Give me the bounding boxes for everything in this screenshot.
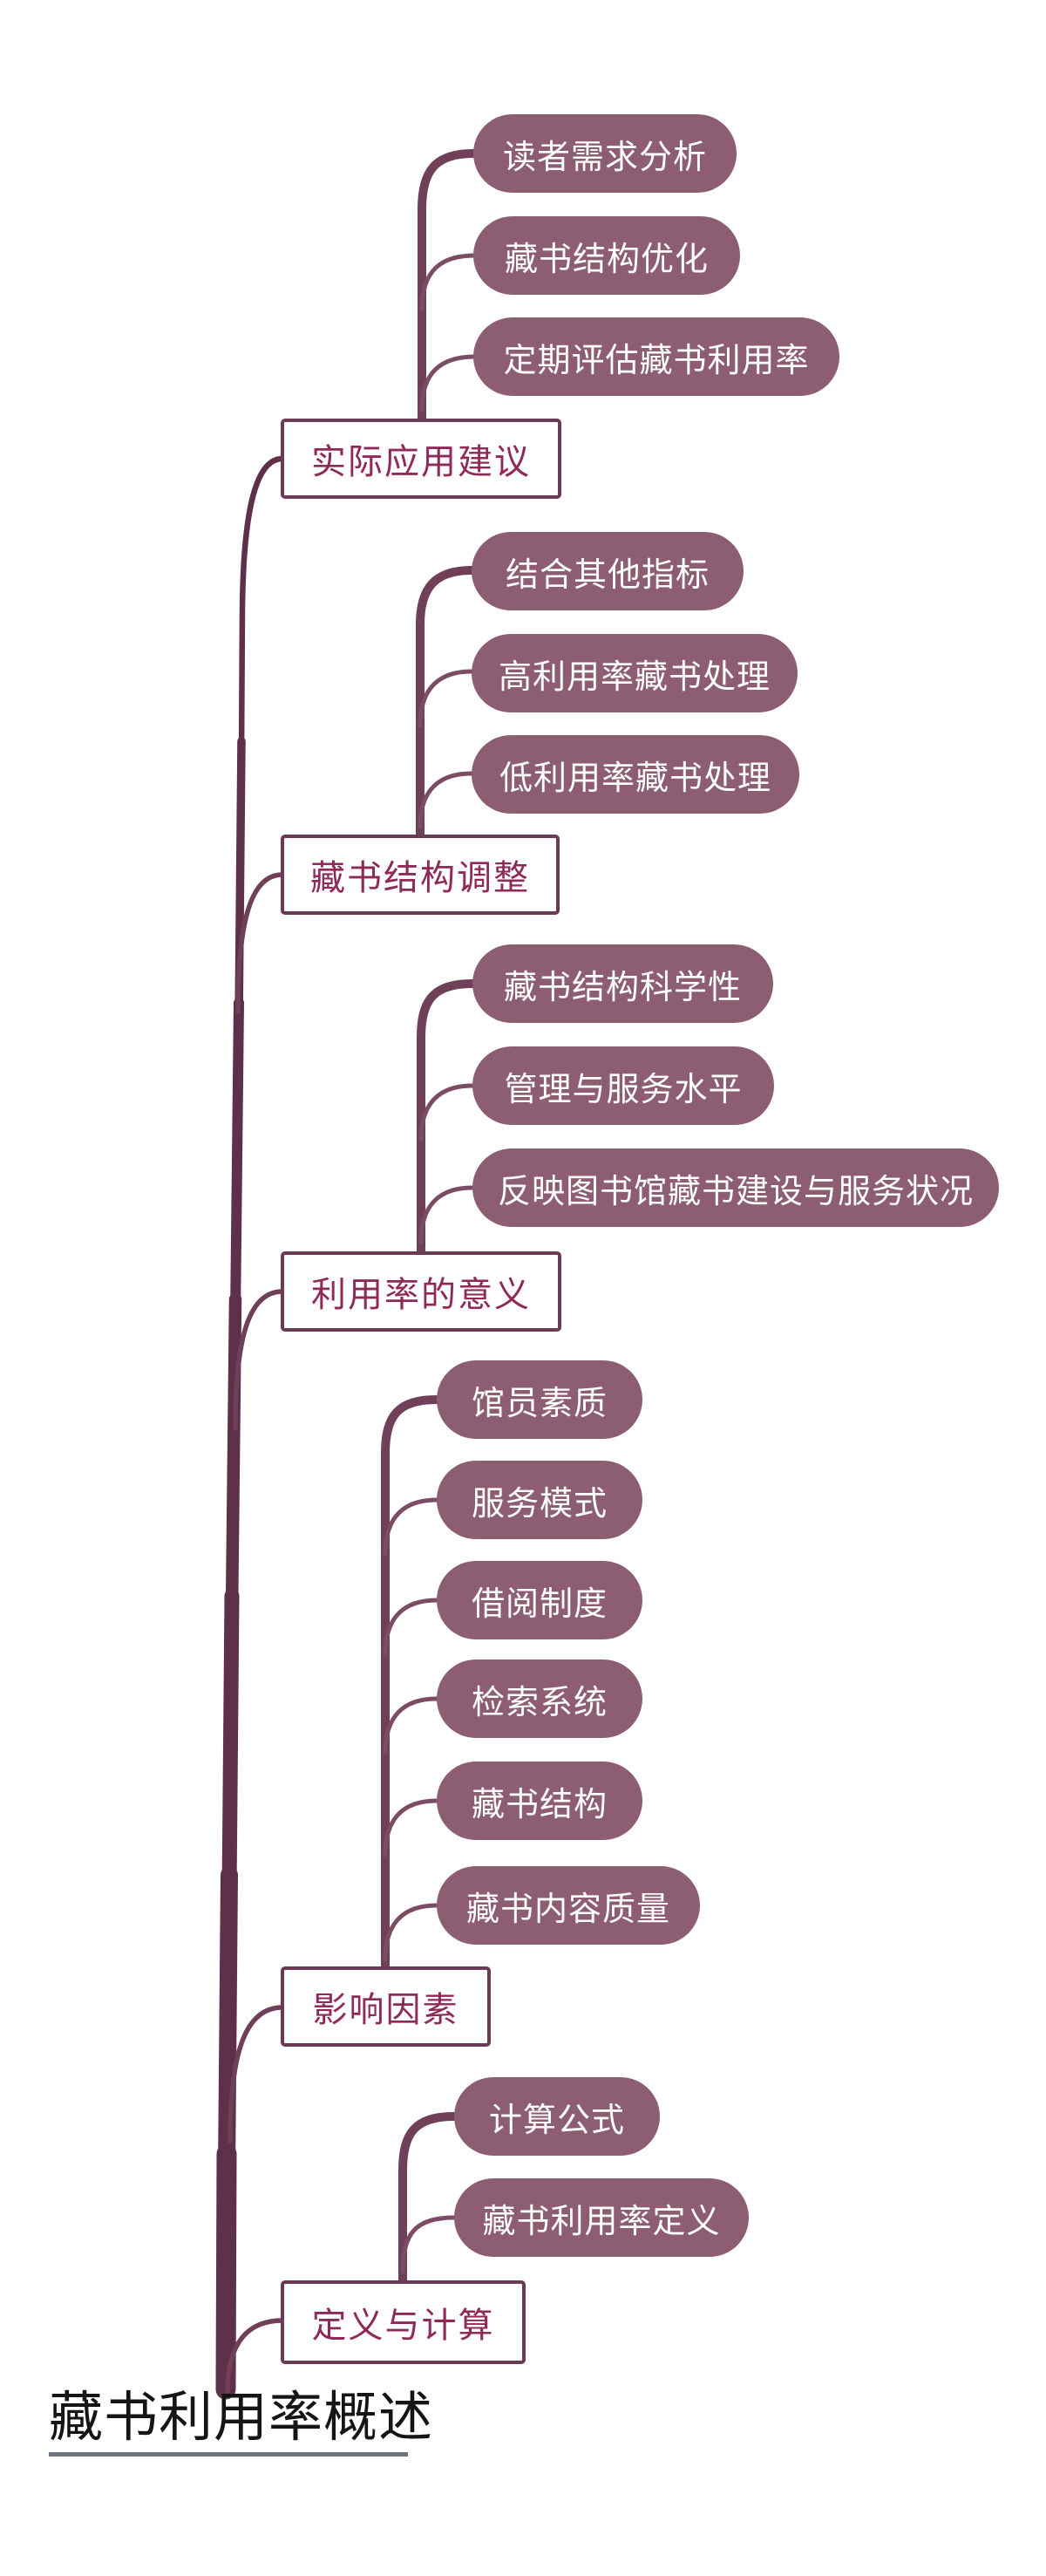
branch-connector-2 [235,872,285,1014]
branch-box-definition-and-calculation[interactable]: 定义与计算 [281,2280,526,2364]
branch-box-influencing-factors[interactable]: 影响因素 [281,1966,491,2047]
child-pill-reflect-library-construction-service[interactable]: 反映图书馆藏书建设与服务状况 [472,1148,999,1227]
child-connectors [383,253,478,2274]
child-pill-librarian-quality[interactable]: 馆员素质 [437,1360,642,1439]
child-pill-retrieval-system[interactable]: 检索系统 [437,1659,642,1738]
child-pill-collection-content-quality[interactable]: 藏书内容质量 [437,1866,700,1945]
child-pill-combine-other-indicators[interactable]: 结合其他指标 [472,532,744,610]
child-pill-collection-structure-optimization[interactable]: 藏书结构优化 [473,216,740,295]
child-pill-periodic-evaluation[interactable]: 定期评估藏书利用率 [473,317,839,396]
root-underline [49,2452,408,2457]
child-pill-collection-structure[interactable]: 藏书结构 [437,1762,642,1840]
branch-box-practical-application-advice[interactable]: 实际应用建议 [281,419,561,499]
child-pill-collection-structure-scientificity[interactable]: 藏书结构科学性 [472,944,773,1023]
child-pill-high-utilization-handling[interactable]: 高利用率藏书处理 [472,634,798,712]
branch-box-significance-of-utilization-rate[interactable]: 利用率的意义 [281,1251,561,1332]
root-topic[interactable]: 藏书利用率概述 [49,2389,434,2448]
child-pill-utilization-rate-definition[interactable]: 藏书利用率定义 [454,2178,749,2257]
child-pill-management-service-level[interactable]: 管理与服务水平 [472,1046,774,1125]
branch-riser-2 [416,566,476,839]
branch-riser-1 [418,149,478,423]
child-pill-reader-demand-analysis[interactable]: 读者需求分析 [473,114,737,193]
branch-riser-4 [381,1395,441,1971]
branch-connector-3 [233,1289,285,1431]
branch-riser-5 [398,2112,458,2285]
child-pill-lending-system[interactable]: 借阅制度 [437,1561,642,1639]
branch-connectors [225,872,285,2394]
branch-box-collection-structure-adjustment[interactable]: 藏书结构调整 [281,835,560,915]
child-pill-low-utilization-handling[interactable]: 低利用率藏书处理 [472,735,799,814]
child-pill-calculation-formula[interactable]: 计算公式 [454,2077,660,2156]
branch-connector-5 [225,2318,285,2394]
branch-riser-3 [417,979,477,1256]
branch-risers [381,149,478,2285]
child-pill-service-mode[interactable]: 服务模式 [437,1461,642,1539]
branch-connector-4 [228,2005,285,2143]
